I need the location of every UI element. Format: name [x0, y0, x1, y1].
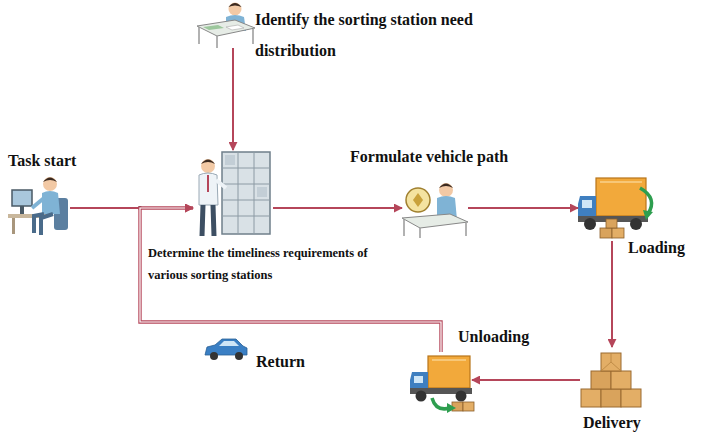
process-step: Delivery [580, 347, 642, 409]
loading-truck-icon [640, 188, 652, 214]
flow-line [468, 207, 578, 209]
flow-line [232, 48, 234, 150]
route-planner-icon [402, 214, 468, 228]
parcel-stack-icon [581, 389, 601, 407]
office-worker-icon [12, 218, 15, 234]
step-label: Identify the sorting station need distri… [255, 4, 481, 66]
unloading-truck-icon [414, 376, 423, 383]
planner-icon [199, 27, 253, 48]
step-label: Delivery [583, 413, 673, 432]
loading-truck-icon [600, 181, 642, 183]
flow-arrow [468, 208, 578, 209]
flow-arrow [233, 48, 234, 150]
loading-truck-icon [578, 178, 653, 238]
flow-line [140, 208, 441, 352]
planner-icon [226, 25, 244, 30]
car-icon [235, 352, 243, 360]
process-step: Task start [8, 172, 70, 236]
route-planner-icon [404, 219, 466, 238]
parcel-stack-icon [601, 353, 621, 371]
planner-icon [197, 20, 255, 36]
office-worker-icon [20, 206, 24, 214]
loading-truck-icon [643, 210, 653, 220]
edge-label: Return [256, 352, 305, 371]
step-label: Task start [8, 151, 118, 170]
parcel-stack-icon [621, 389, 641, 407]
unloading-truck-icon [416, 391, 427, 402]
planner-icon [229, 3, 242, 16]
flow-line-inner [140, 208, 441, 352]
planner-icon [203, 25, 224, 30]
office-worker-icon [43, 178, 57, 183]
cabinet-worker-icon [199, 152, 270, 236]
office-worker-icon [32, 198, 44, 208]
unloading-truck-icon [432, 359, 466, 361]
route-planner-icon [413, 193, 423, 207]
route-planner-icon [406, 188, 430, 212]
cabinet-worker-icon [199, 173, 218, 205]
cabinet-worker-icon [216, 180, 226, 188]
loading-truck-icon [630, 218, 642, 230]
flow-line [273, 207, 402, 209]
process-step: Unloading [410, 352, 472, 414]
cabinet-worker-icon [202, 205, 214, 236]
unloading-truck-icon [463, 402, 474, 411]
route-planner-icon [402, 183, 468, 238]
cabinet-worker-icon [257, 187, 267, 197]
loading-truck-icon [582, 200, 592, 208]
car-icon [219, 341, 239, 346]
loading-truck-icon [584, 218, 596, 230]
cabinet-worker-icon [207, 175, 209, 192]
loading-truck-icon [612, 228, 624, 238]
process-step: Identify the sorting station need distri… [195, 2, 255, 48]
car-icon [210, 352, 218, 360]
office-worker-icon [34, 214, 53, 235]
step-label: Loading [628, 238, 712, 257]
parcel-stack-icon [601, 389, 621, 407]
office-worker-icon [42, 191, 60, 214]
process-step: Determine the timeliness requirements of… [193, 150, 273, 242]
process-step: Loading [578, 175, 652, 241]
route-planner-icon [439, 184, 453, 189]
unloading-truck-icon [456, 391, 467, 402]
parcel-stack-icon [601, 353, 621, 371]
cabinet-worker-icon [225, 155, 235, 165]
unloading-truck-icon [428, 356, 470, 388]
unloading-truck-icon [410, 356, 474, 413]
loading-truck-icon [606, 219, 617, 228]
parcel-stack-icon [591, 371, 611, 389]
flow-arrow [472, 380, 580, 381]
planner-icon [197, 3, 255, 49]
loading-truck-icon [596, 178, 646, 216]
flow-line [611, 241, 613, 347]
process-step: Formulate vehicle path [402, 180, 468, 238]
parcel-stack-icon [611, 371, 631, 389]
route-planner-icon [439, 183, 453, 197]
flow-arrow [140, 208, 441, 352]
office-worker-icon [8, 177, 68, 235]
office-worker-icon [12, 190, 32, 206]
car-icon [205, 339, 247, 360]
cabinet-worker-icon [201, 160, 215, 165]
planner-icon [229, 3, 242, 7]
step-label: Formulate vehicle path [350, 147, 540, 166]
step-label: Determine the timeliness requirements of… [148, 242, 410, 286]
flow-arrow [273, 208, 402, 209]
loading-truck-icon [600, 228, 612, 238]
cabinet-worker-icon [222, 152, 270, 234]
parcel-stack-icon [581, 353, 641, 407]
cabinet-worker-icon [201, 159, 215, 173]
cabinet-worker-icon [222, 152, 270, 234]
step-label: Unloading [458, 327, 568, 346]
unloading-truck-icon [452, 402, 463, 411]
flow-arrow [612, 241, 613, 347]
unloading-truck-icon [447, 403, 456, 413]
office-worker-icon [43, 177, 57, 191]
flow-line [472, 379, 580, 381]
